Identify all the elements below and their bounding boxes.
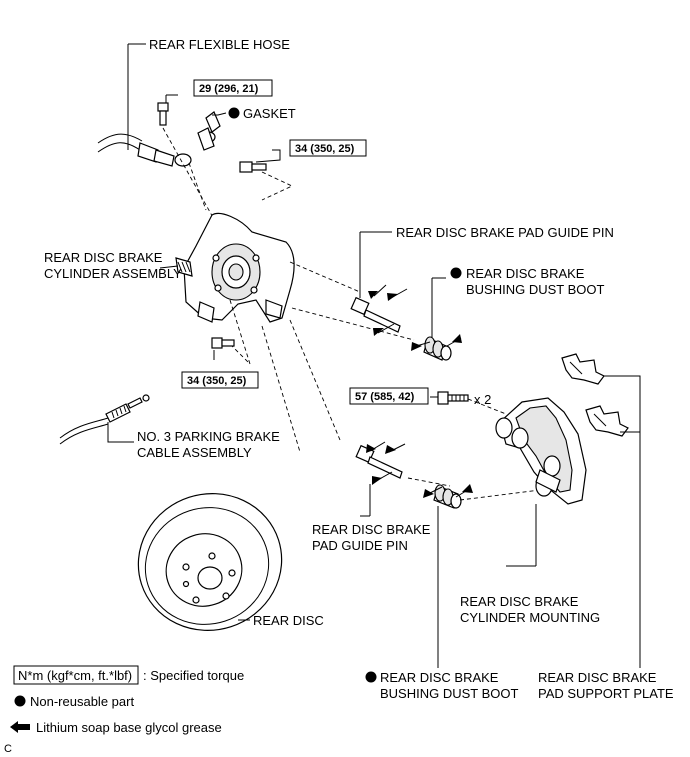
label-pad-support-plate-line2: PAD SUPPORT PLATE: [538, 686, 674, 701]
label-cylinder-mounting-line2: CYLINDER MOUNTING: [460, 610, 600, 625]
torque-box-cylinder-upper: [289, 139, 367, 157]
label-parking-cable-line2: CABLE ASSEMBLY: [137, 445, 252, 460]
gasket-part: [197, 111, 221, 151]
legend: N*m (kgf*cm, ft.*lbf) : Specified torque…: [10, 665, 244, 735]
label-bushing-boot-bottom-line2: BUSHING DUST BOOT: [380, 686, 519, 701]
hose-union-bolt: [157, 102, 169, 126]
label-bushing-boot-top-line2: BUSHING DUST BOOT: [466, 282, 605, 297]
legend-nonreusable-icon: [14, 695, 26, 707]
grease-arrow-icon: [446, 334, 462, 347]
label-rear-disc: REAR DISC: [253, 613, 324, 628]
cylinder-lower-bolt: [211, 337, 235, 349]
label-bushing-boot-bottom-line1: REAR DISC BRAKE: [380, 670, 499, 685]
guide-pin-bottom: [355, 444, 403, 479]
guide-pin-top: [350, 296, 401, 333]
torque-hose-bolt: 29 (296, 21): [199, 83, 259, 95]
grease-arrow-icon: [455, 484, 473, 498]
legend-torque-text: : Specified torque: [143, 668, 244, 683]
mounting-bolt: [437, 391, 469, 405]
bushing-boot-bottom: [433, 484, 462, 509]
grease-arrow-icon: [423, 486, 443, 498]
nonreusable-marker-icon: [365, 671, 377, 683]
grease-arrow-icon: [366, 441, 386, 453]
label-cylinder-assembly-line1: REAR DISC BRAKE: [44, 250, 163, 265]
label-rear-flexible-hose: REAR FLEXIBLE HOSE: [149, 37, 290, 52]
grease-arrow-icon: [373, 323, 395, 336]
legend-grease-arrow-icon: [10, 721, 30, 733]
cylinder-assembly: [175, 212, 295, 323]
label-cylinder-mounting-line1: REAR DISC BRAKE: [460, 594, 579, 609]
nonreusable-marker-icon: [450, 267, 462, 279]
grease-arrow-icon: [372, 471, 393, 485]
label-bushing-boot-top-line1: REAR DISC BRAKE: [466, 266, 585, 281]
legend-torque-units: N*m (kgf*cm, ft.*lbf): [18, 668, 132, 683]
cylinder-mounting: [495, 397, 587, 505]
pad-support-plate-lower: [585, 405, 629, 437]
torque-box-mounting: [349, 387, 429, 405]
label-pad-guide-pin-bottom-line2: PAD GUIDE PIN: [312, 538, 408, 553]
label-cylinder-assembly-line2: CYLINDER ASSEMBLY: [44, 266, 182, 281]
label-pad-guide-pin-top: REAR DISC BRAKE PAD GUIDE PIN: [396, 225, 614, 240]
cylinder-upper-bolt: [239, 161, 267, 173]
torque-box-hose-bolt: [193, 79, 273, 97]
bushing-boot-top: [423, 336, 452, 361]
grease-arrow-icon: [411, 341, 431, 351]
rear-disc: [137, 493, 283, 631]
nonreusable-marker-icon: [228, 107, 240, 119]
torque-mounting: 57 (585, 42): [355, 391, 415, 403]
legend-nonreusable-text: Non-reusable part: [30, 694, 134, 709]
legend-grease-text: Lithium soap base glycol grease: [36, 720, 222, 735]
corner-code: C: [4, 743, 12, 755]
parking-brake-cable: [59, 394, 150, 445]
leader-cylinder-assembly: [159, 265, 179, 269]
grease-arrow-icon: [387, 288, 408, 301]
grease-arrow-icon: [368, 284, 387, 299]
label-parking-cable-line1: NO. 3 PARKING BRAKE: [137, 429, 280, 444]
grease-arrow-icon: [385, 443, 406, 454]
torque-cylinder-upper: 34 (350, 25): [295, 143, 355, 155]
pad-support-plate-upper: [561, 353, 605, 385]
label-gasket: GASKET: [243, 106, 296, 121]
label-pad-guide-pin-bottom-line1: REAR DISC BRAKE: [312, 522, 431, 537]
torque-box-cylinder-lower: [181, 371, 259, 389]
rear-flexible-hose: [97, 133, 192, 167]
label-pad-support-plate-line1: REAR DISC BRAKE: [538, 670, 657, 685]
label-multiplier: x 2: [474, 392, 491, 407]
legend-torque-box: [13, 665, 139, 685]
torque-cylinder-lower: 34 (350, 25): [187, 375, 247, 387]
